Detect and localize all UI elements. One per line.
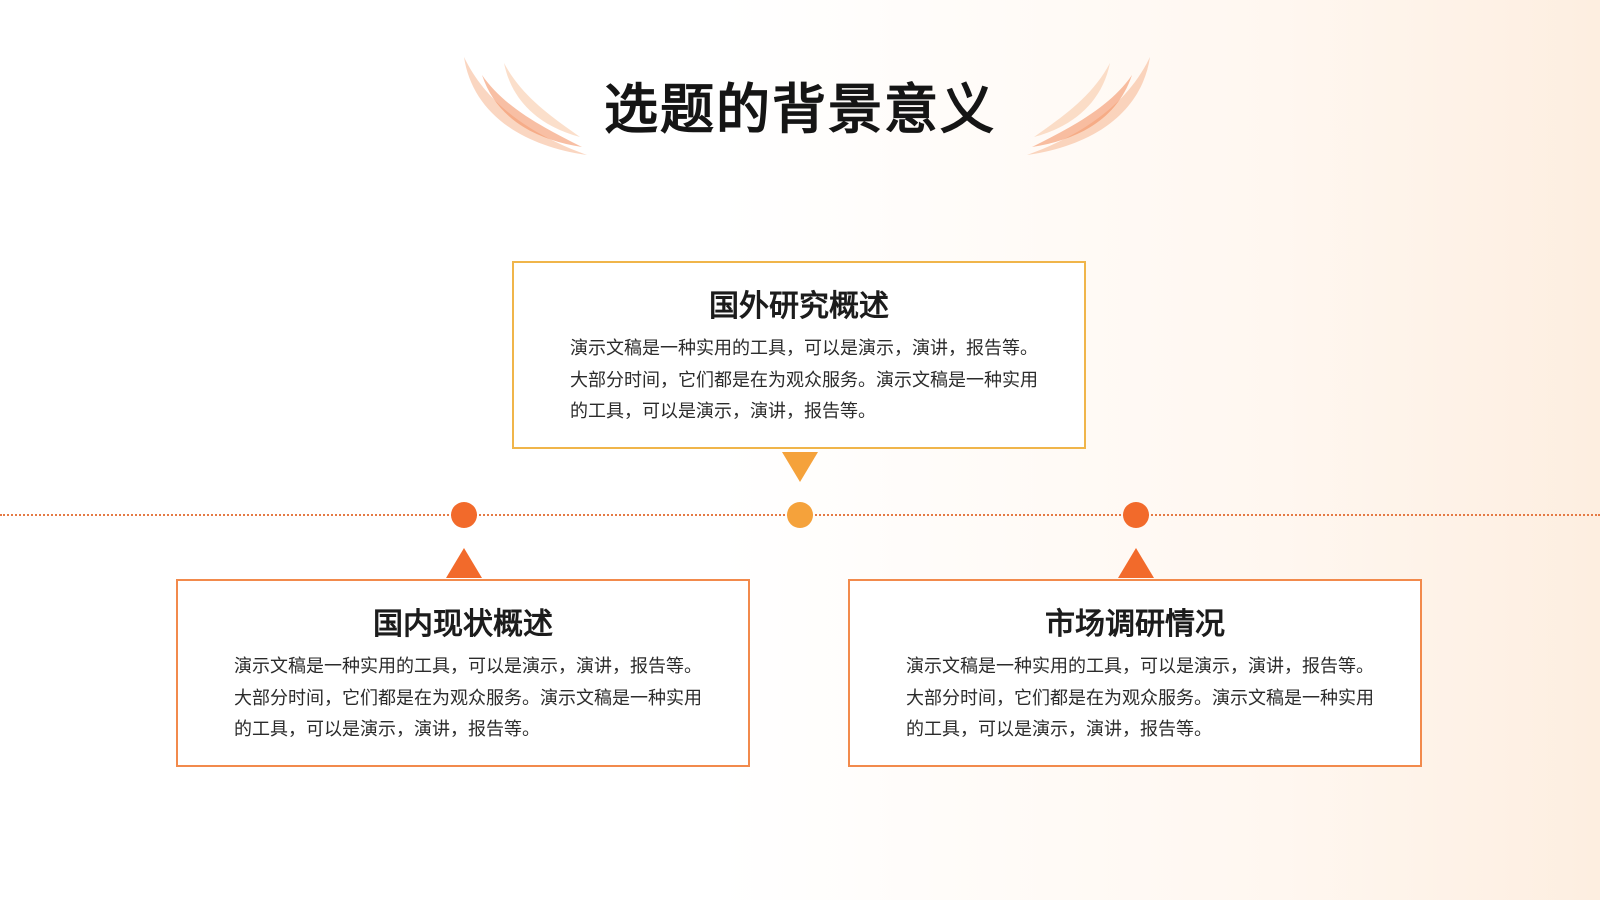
laurel-left-icon — [464, 57, 587, 155]
card-body: 演示文稿是一种实用的工具，可以是演示，演讲，报告等。大部分时间，它们都是在为观众… — [234, 656, 702, 740]
page-title: 选题的背景意义 — [604, 78, 996, 141]
timeline-dot-left — [451, 502, 477, 528]
pointer-down-icon — [782, 452, 818, 482]
timeline-dot-center — [787, 502, 813, 528]
card-market-research: 市场调研情况 演示文稿是一种实用的工具，可以是演示，演讲，报告等。大部分时间，它… — [848, 579, 1422, 767]
card-foreign-research: 国外研究概述 演示文稿是一种实用的工具，可以是演示，演讲，报告等。大部分时间，它… — [512, 261, 1086, 449]
pointer-up-icon — [446, 548, 482, 578]
card-title: 市场调研情况 — [1045, 607, 1225, 642]
card-body: 演示文稿是一种实用的工具，可以是演示，演讲，报告等。大部分时间，它们都是在为观众… — [570, 338, 1038, 422]
laurel-right-icon — [1027, 57, 1150, 155]
title-area: 选题的背景意义 — [0, 55, 1600, 165]
card-body: 演示文稿是一种实用的工具，可以是演示，演讲，报告等。大部分时间，它们都是在为观众… — [906, 656, 1374, 740]
timeline-dot-right — [1123, 502, 1149, 528]
pointer-up-icon — [1118, 548, 1154, 578]
card-title: 国外研究概述 — [709, 289, 889, 324]
card-title: 国内现状概述 — [373, 607, 553, 642]
card-domestic-status: 国内现状概述 演示文稿是一种实用的工具，可以是演示，演讲，报告等。大部分时间，它… — [176, 579, 750, 767]
